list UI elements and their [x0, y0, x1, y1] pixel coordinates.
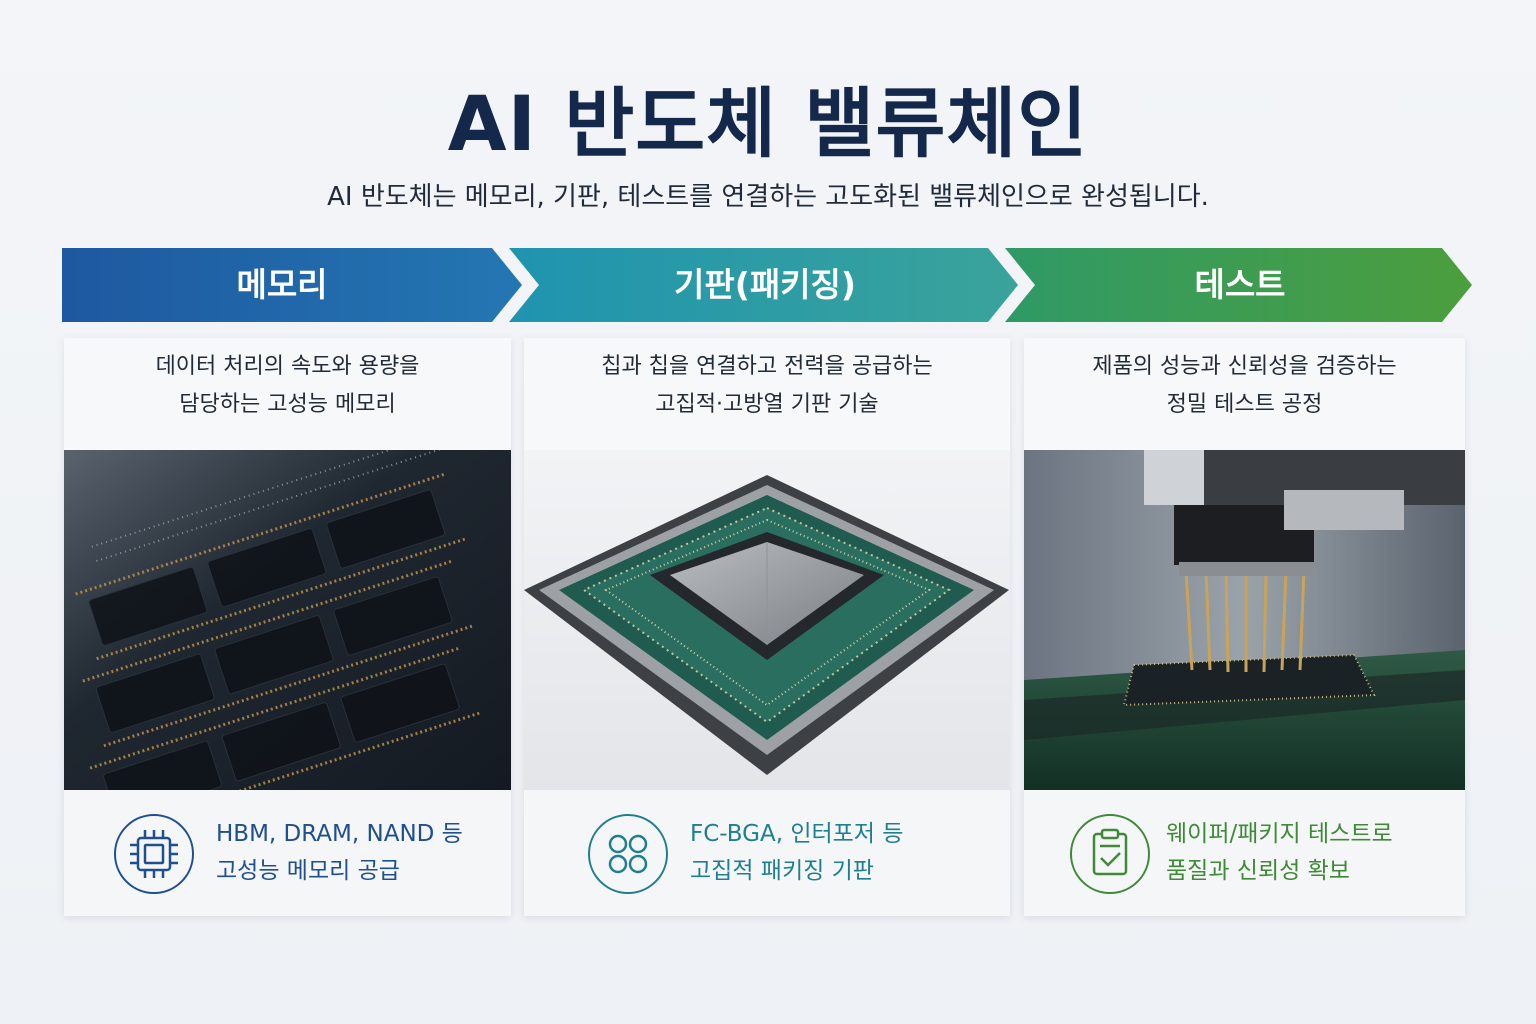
- footer-line: 품질과 신뢰성 확보: [1166, 858, 1350, 884]
- card-footer-text: FC-BGA, 인터포저 등 고집적 패키징 기판: [690, 816, 903, 890]
- footer-line: 고집적 패키징 기판: [690, 858, 874, 884]
- card-footer: FC-BGA, 인터포저 등 고집적 패키징 기판: [524, 790, 1010, 916]
- chip-icon: [114, 814, 194, 894]
- arrow-substrate: [509, 248, 1018, 322]
- card-desc-line: 정밀 테스트 공정: [1166, 392, 1323, 417]
- arrow-memory: [62, 248, 522, 322]
- probe-test-photo: [1024, 450, 1465, 790]
- card-footer-text: HBM, DRAM, NAND 등 고성능 메모리 공급: [216, 816, 463, 890]
- card-desc-line: 칩과 칩을 연결하고 전력을 공급하는: [601, 354, 933, 379]
- package-substrate-photo: [524, 450, 1010, 790]
- card-test: 제품의 성능과 신뢰성을 검증하는 정밀 테스트 공정: [1024, 338, 1465, 916]
- card-description: 제품의 성능과 신뢰성을 검증하는 정밀 테스트 공정: [1024, 348, 1465, 448]
- page-title: AI 반도체 밸류체인: [447, 79, 1089, 168]
- stage-label-test: 테스트: [1194, 265, 1286, 304]
- card-desc-line: 제품의 성능과 신뢰성을 검증하는: [1092, 354, 1397, 379]
- arrow-test: [1005, 248, 1472, 322]
- stage-label-memory: 메모리: [236, 265, 328, 304]
- value-chain-arrows: [62, 248, 1472, 322]
- four-circles-icon: [588, 814, 668, 894]
- page-subtitle: AI 반도체는 메모리, 기판, 테스트를 연결하는 고도화된 밸류체인으로 완…: [327, 182, 1209, 212]
- card-footer: 웨이퍼/패키지 테스트로 품질과 신뢰성 확보: [1024, 790, 1465, 916]
- card-description: 칩과 칩을 연결하고 전력을 공급하는 고집적·고방열 기판 기술: [524, 348, 1010, 448]
- footer-line: FC-BGA, 인터포저 등: [690, 821, 904, 847]
- card-memory: 데이터 처리의 속도와 용량을 담당하는 고성능 메모리: [64, 338, 511, 916]
- card-footer: HBM, DRAM, NAND 등 고성능 메모리 공급: [64, 790, 511, 916]
- card-desc-line: 담당하는 고성능 메모리: [179, 392, 396, 417]
- card-desc-line: 데이터 처리의 속도와 용량을: [155, 354, 420, 379]
- card-footer-text: 웨이퍼/패키지 테스트로 품질과 신뢰성 확보: [1166, 816, 1393, 890]
- clipboard-check-icon: [1070, 814, 1150, 894]
- footer-line: 고성능 메모리 공급: [216, 858, 400, 884]
- card-description: 데이터 처리의 속도와 용량을 담당하는 고성능 메모리: [64, 348, 511, 448]
- card-desc-line: 고집적·고방열 기판 기술: [655, 392, 879, 417]
- memory-module-photo: [64, 450, 511, 790]
- card-substrate: 칩과 칩을 연결하고 전력을 공급하는 고집적·고방열 기판 기술: [524, 338, 1010, 916]
- footer-line: 웨이퍼/패키지 테스트로: [1166, 821, 1393, 847]
- stage-label-substrate: 기판(패키징): [674, 265, 856, 304]
- footer-line: HBM, DRAM, NAND 등: [216, 821, 463, 847]
